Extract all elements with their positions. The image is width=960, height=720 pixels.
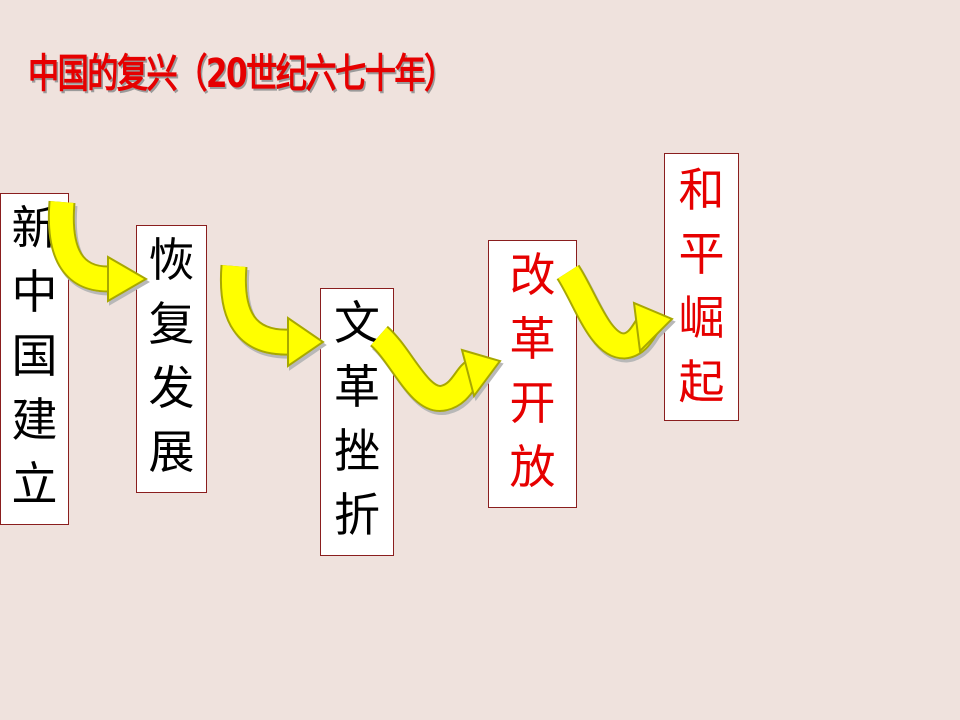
stage-box-cultural-revolution: 文革挫折 <box>320 288 394 556</box>
stage-box-recovery: 恢复发展 <box>136 225 207 493</box>
page-title: 中国的复兴（20世纪六七十年） <box>28 51 455 97</box>
stage-label-founding: 新中国建立 <box>11 201 58 511</box>
stage-label-recovery: 恢复发展 <box>148 233 195 479</box>
stage-label-reform: 改革开放 <box>509 248 556 494</box>
stage-label-cultural-revolution: 文革挫折 <box>334 296 380 542</box>
stage-box-peaceful-rise: 和平崛起 <box>664 153 739 421</box>
arrow-icon-2 <box>219 264 325 368</box>
arrow-icon-3 <box>369 325 502 412</box>
arrow-icon-1 <box>47 200 148 303</box>
arrow-icon-4 <box>556 264 674 360</box>
stage-label-peaceful-rise: 和平崛起 <box>678 163 725 409</box>
